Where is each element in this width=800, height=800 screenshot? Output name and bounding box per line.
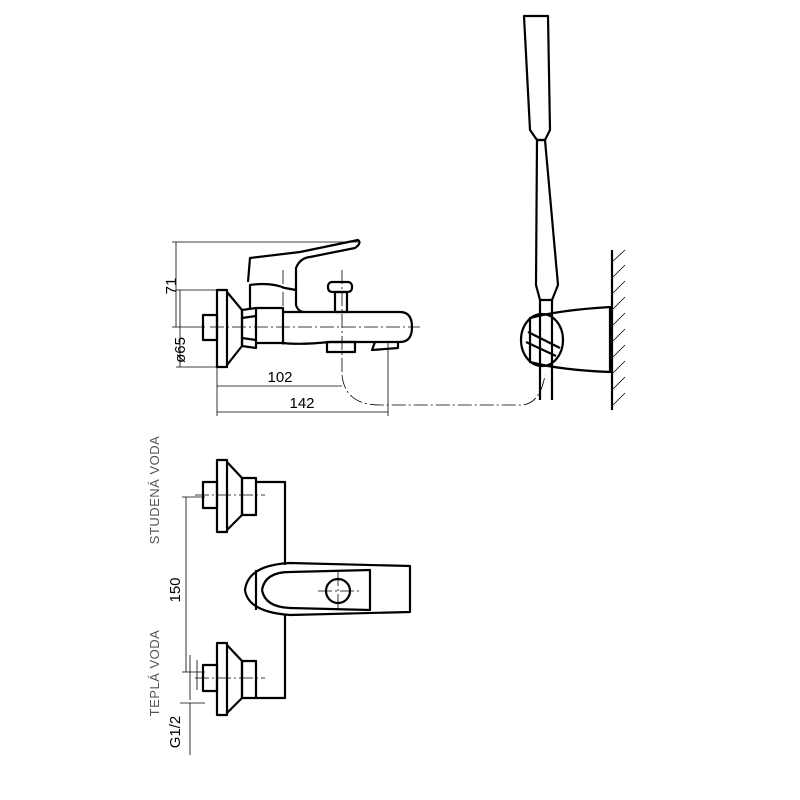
thread-label: G1/2 [167, 716, 184, 749]
hand-shower [519, 14, 626, 410]
dim-102: 102 [267, 369, 292, 386]
dim-150: 150 [167, 577, 184, 602]
side-view-mixer [201, 238, 546, 406]
cold-water-label: STUDENÁ VODA [147, 436, 162, 545]
dimension-lines-front [180, 496, 205, 755]
dimension-lines-side [172, 241, 389, 416]
hot-water-label: TEPLÁ VODA [147, 630, 162, 717]
dim-65: ø65 [172, 337, 189, 363]
dim-71: 71 [163, 278, 180, 295]
front-view-mixer [195, 458, 412, 717]
dim-142: 142 [289, 395, 314, 412]
